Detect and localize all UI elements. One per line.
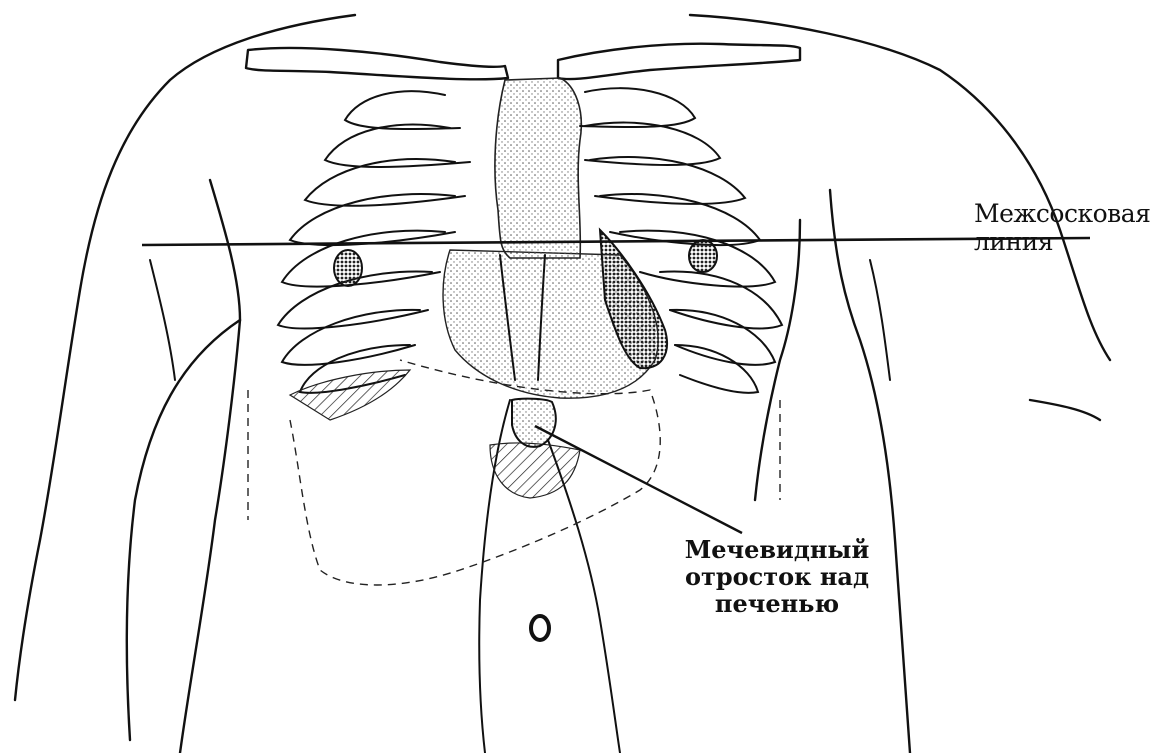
left-arm <box>180 180 240 753</box>
rib <box>345 91 460 129</box>
nipple-line <box>142 238 1090 245</box>
left-nipple <box>334 250 362 286</box>
nipple-line-label: Межсосковая линия <box>974 200 1150 256</box>
umbilicus <box>531 616 549 640</box>
right-nipple <box>689 240 717 272</box>
body-outline-left <box>15 15 355 700</box>
xiphoid-label-line-1: Мечевидный <box>682 537 872 564</box>
torso-left-side <box>127 320 240 740</box>
xiphoid-process <box>512 399 556 447</box>
xiphoid-label-line-3: печенью <box>682 591 872 618</box>
xiphoid-label-line-2: отросток над <box>682 564 872 591</box>
nipple-line-label-line-1: Межсосковая <box>974 200 1150 228</box>
xiphoid-label: Мечевидный отросток над печенью <box>682 537 872 618</box>
rib <box>675 345 758 393</box>
right-shoulder-tip <box>1030 400 1100 420</box>
left-flank <box>150 260 175 380</box>
torso-right-side <box>755 220 800 500</box>
right-arm <box>830 190 910 753</box>
rib <box>282 310 420 365</box>
nipple-line-label-line-2: линия <box>974 228 1150 256</box>
right-clavicle <box>558 44 800 79</box>
rib <box>282 231 445 287</box>
body-outline-right <box>690 15 1110 360</box>
rib <box>580 88 695 127</box>
left-clavicle <box>246 48 508 79</box>
right-flank <box>870 260 890 380</box>
rib <box>290 194 455 245</box>
great-vessels <box>495 78 581 258</box>
rib <box>670 310 775 365</box>
